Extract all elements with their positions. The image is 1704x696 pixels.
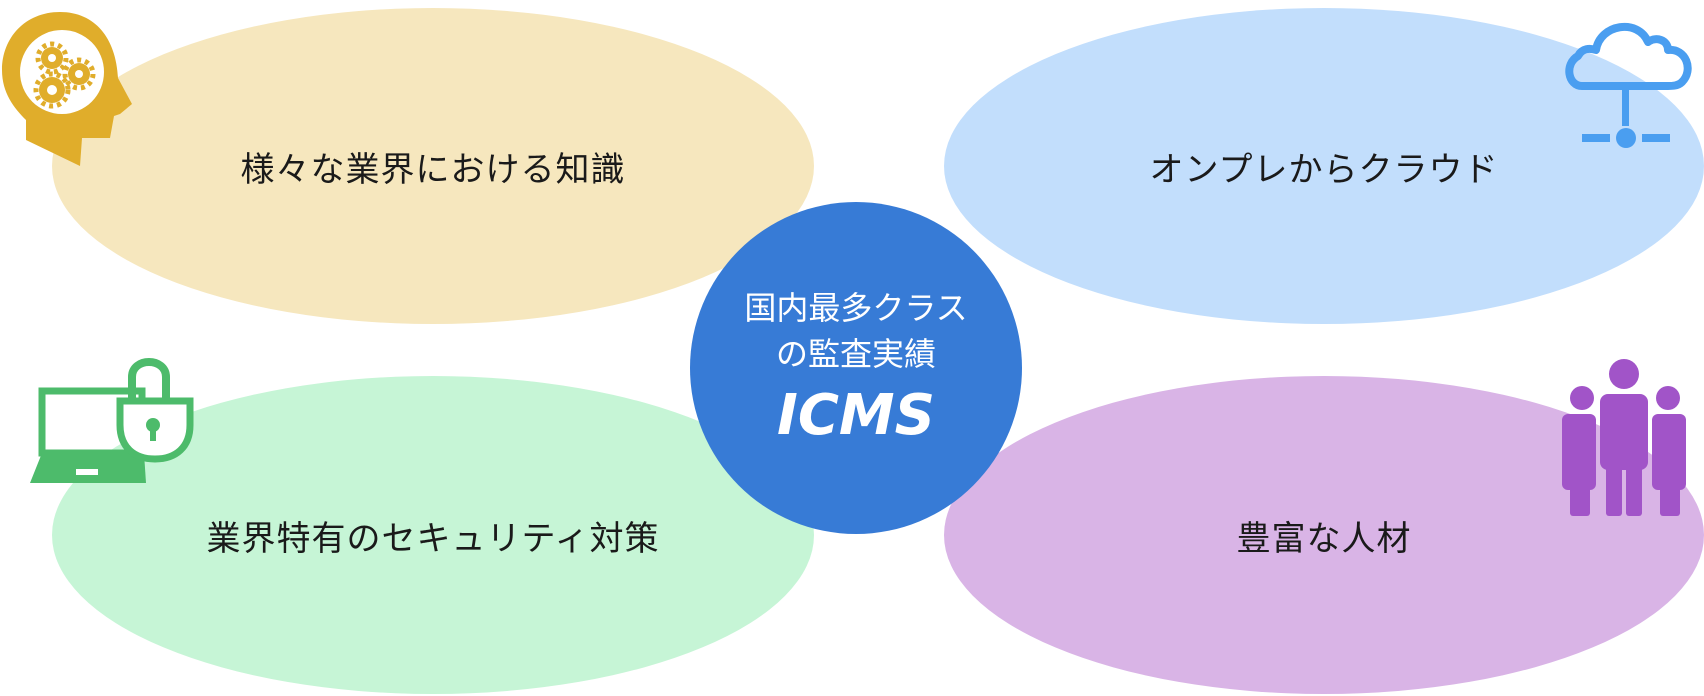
cloud-label: オンプレからクラウド <box>1149 149 1499 190</box>
center-line1: 国内最多クラス <box>744 289 968 327</box>
cloud-network-icon <box>1565 22 1692 148</box>
talent-bubble: 豊富な人材 <box>944 376 1704 694</box>
center-circle: 国内最多クラス の監査実績 ICMS <box>690 202 1022 534</box>
security-label: 業界特有のセキュリティ対策 <box>206 518 660 559</box>
head-gears-icon <box>2 12 132 166</box>
talent-label: 豊富な人材 <box>1236 518 1412 559</box>
laptop-lock-icon <box>30 358 194 483</box>
knowledge-bubble: 様々な業界における知識 <box>52 8 814 324</box>
knowledge-label: 様々な業界における知識 <box>240 149 626 190</box>
brand-name: ICMS <box>777 383 935 448</box>
people-icon <box>1562 359 1686 516</box>
center-line2: の監査実績 <box>775 335 936 373</box>
